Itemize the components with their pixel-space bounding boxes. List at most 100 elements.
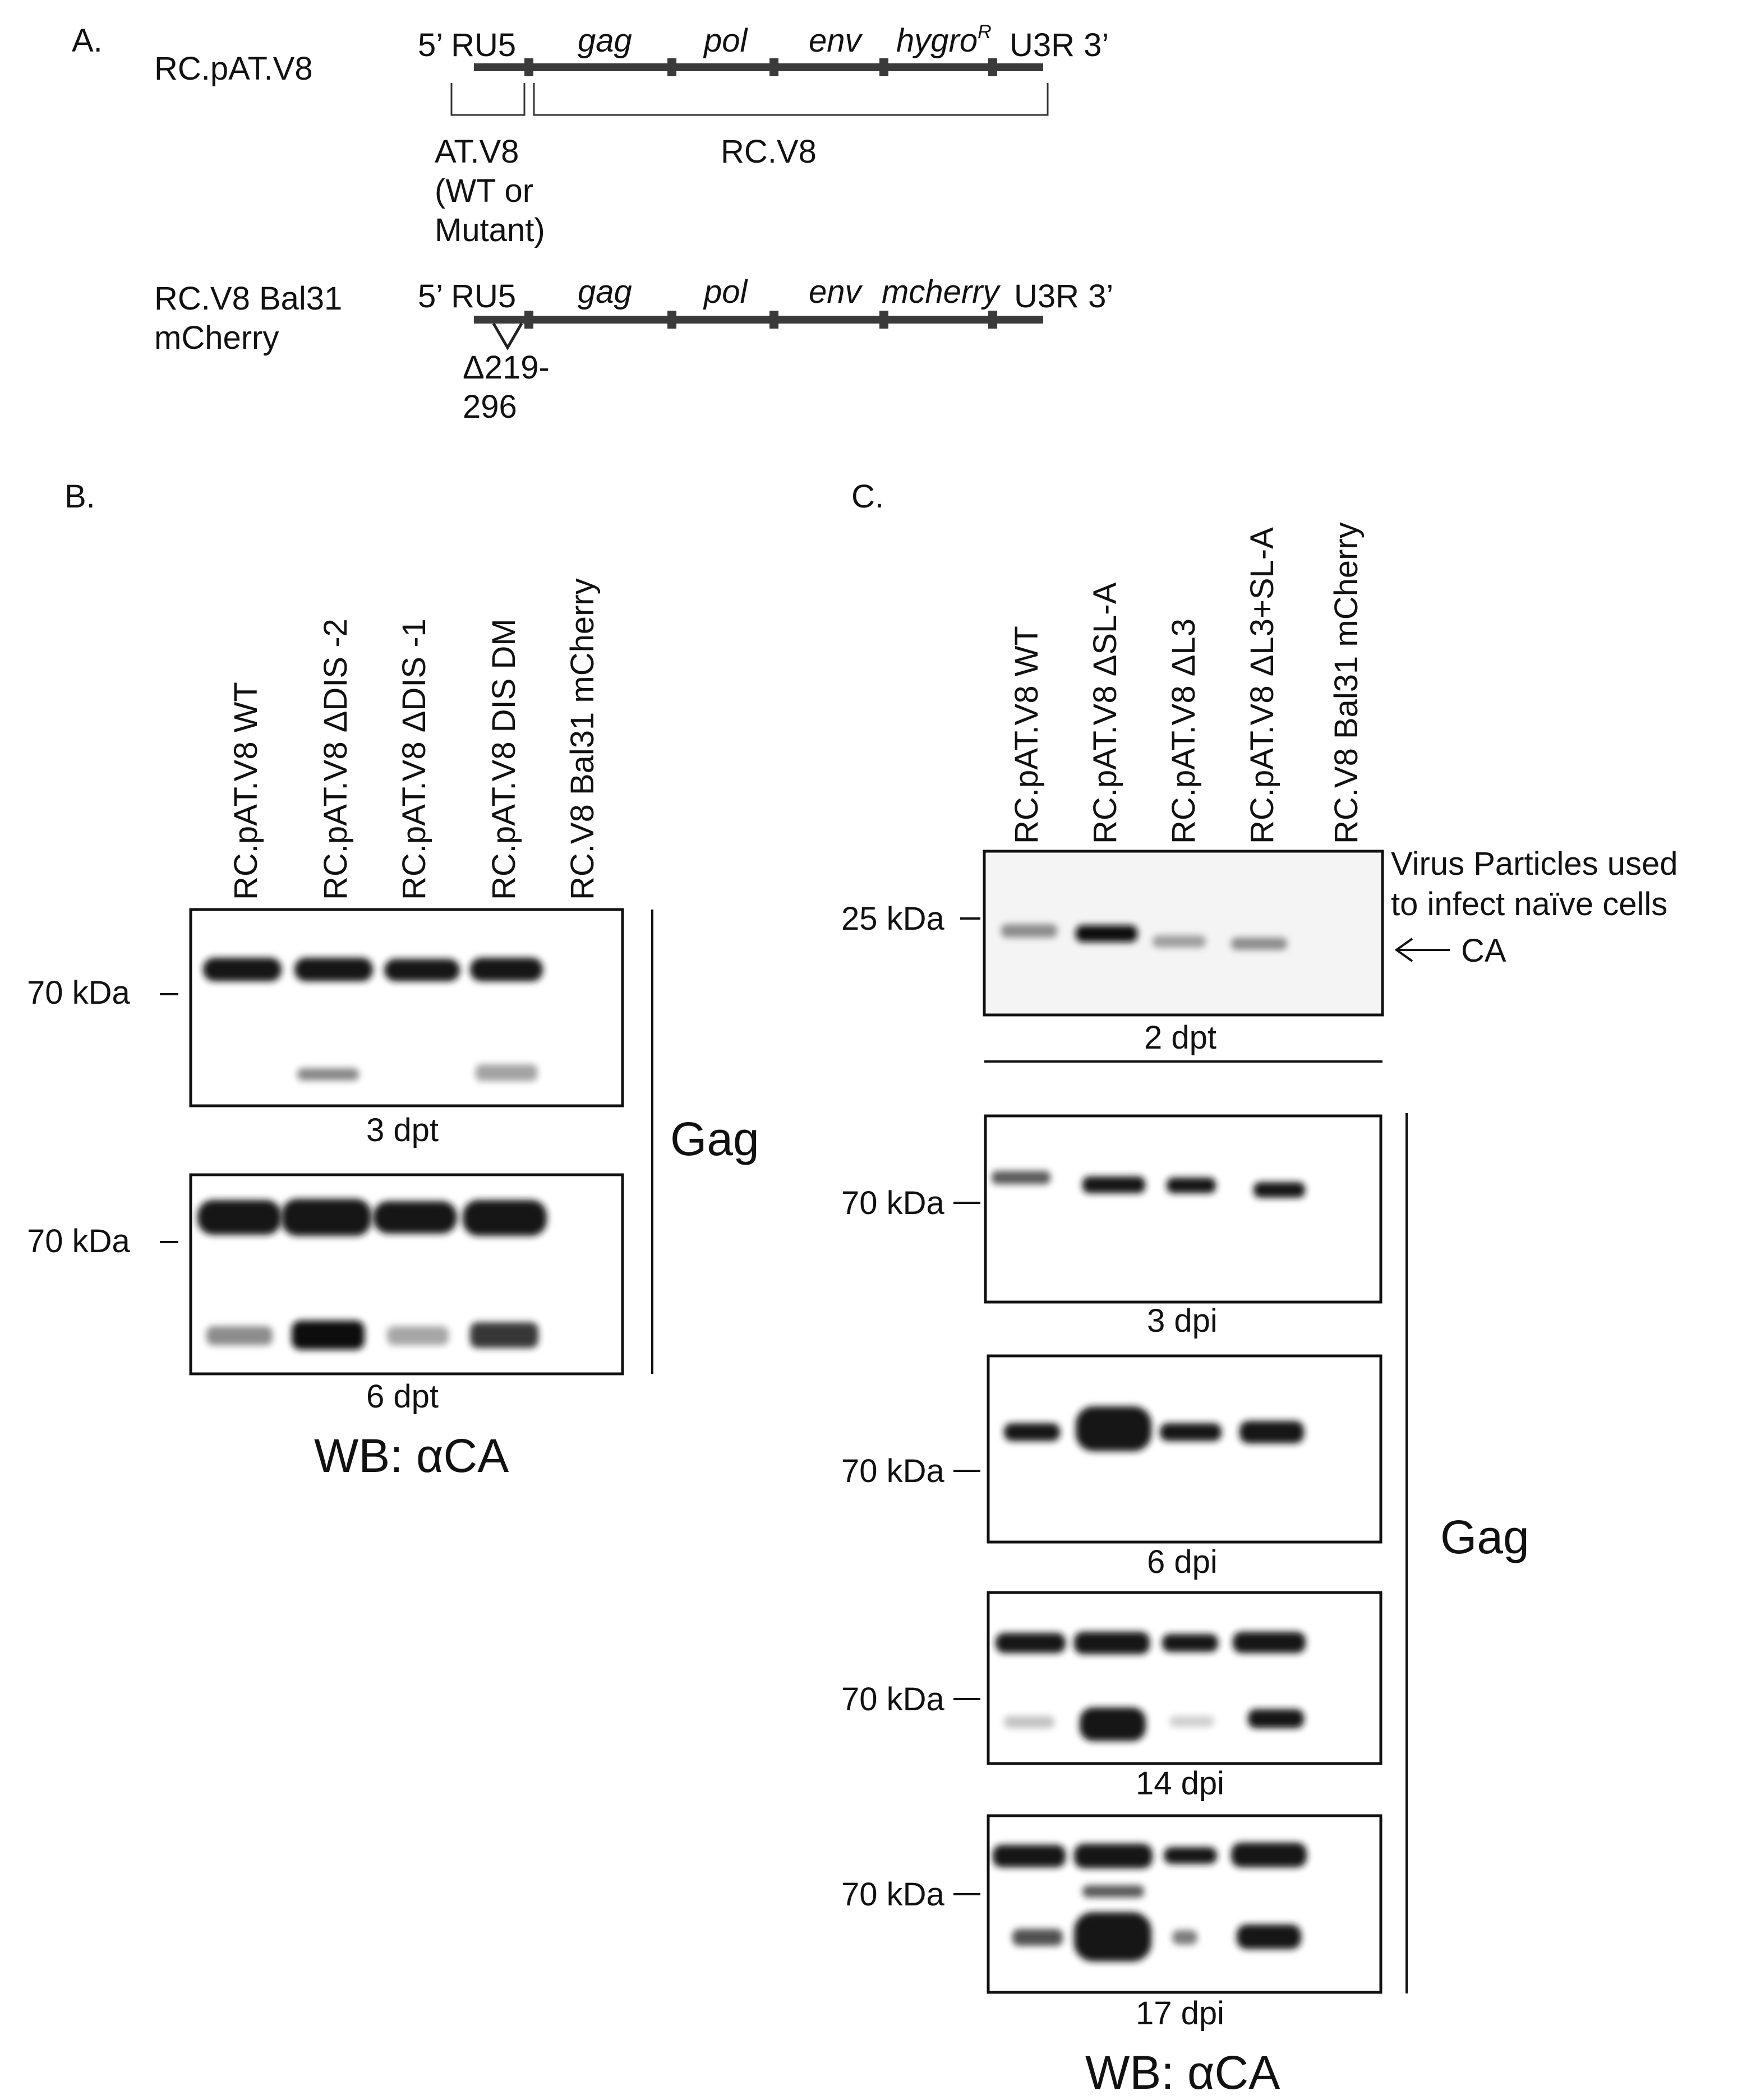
panel-b-lane-2: RC.pAT.V8 ΔDIS -2 <box>317 619 354 900</box>
band <box>387 1326 449 1345</box>
construct1-junction-3 <box>769 58 778 76</box>
panel-a: A. RC.pAT.V8 5’ RU5 gag pol env hygroR U… <box>72 21 1113 425</box>
panel-c-lane-2: RC.pAT.V8 ΔSL-A <box>1087 582 1123 844</box>
marker-c4: 70 kDa <box>841 1876 945 1913</box>
gag-label-b: Gag <box>670 1113 759 1165</box>
panel-a-label: A. <box>72 22 103 59</box>
panel-b-lane-3: RC.pAT.V8 ΔDIS -1 <box>396 619 432 900</box>
bracket-left-line2: (WT or <box>435 173 533 209</box>
band <box>996 1633 1066 1653</box>
time-b2: 6 dpt <box>366 1378 439 1415</box>
hygro-text: hygro <box>896 22 978 59</box>
band <box>1248 1709 1304 1728</box>
band <box>1239 1421 1304 1443</box>
construct1-junction-1 <box>524 58 533 76</box>
construct1-gene-env: env <box>809 22 863 59</box>
band <box>1004 1423 1060 1441</box>
band <box>1237 1924 1301 1949</box>
panel-b-lane-4: RC.pAT.V8 DIS DM <box>486 619 522 900</box>
construct1-gene-gag: gag <box>578 22 632 59</box>
time-c0: 2 dpt <box>1144 1019 1216 1056</box>
marker-c0: 25 kDa <box>841 901 945 937</box>
blot-c-3dpi-bands <box>992 1171 1305 1198</box>
note-line1: Virus Particles used <box>1391 846 1678 882</box>
blot-c-6dpi <box>987 1354 1382 1544</box>
band <box>1160 1423 1222 1441</box>
construct2-gene-pol: pol <box>703 274 749 310</box>
band <box>470 958 543 981</box>
hygro-superscript: R <box>978 21 992 43</box>
construct2-junction-1 <box>524 311 533 329</box>
construct1-ltr3: U3R 3’ <box>1010 27 1109 63</box>
panel-b-label: B. <box>64 478 95 515</box>
band <box>1153 935 1206 948</box>
blot-b-3dpt-bands <box>203 958 543 1081</box>
band <box>384 959 460 981</box>
blot-b-6dpt-bands <box>197 1199 547 1350</box>
band <box>1169 1716 1214 1727</box>
band <box>282 1199 371 1236</box>
construct2-gene-mcherry: mcherry <box>882 274 1001 310</box>
construct1-gene-pol: pol <box>703 22 749 59</box>
construct1-ltr5: 5’ RU5 <box>418 27 516 63</box>
blot-c-6dpi-bands <box>1004 1406 1304 1451</box>
construct2-junction-2 <box>667 311 676 329</box>
band <box>1231 1843 1307 1867</box>
band <box>1164 1847 1217 1864</box>
construct2-gene-env: env <box>809 274 863 310</box>
band <box>1233 1632 1306 1653</box>
time-c3: 14 dpi <box>1136 1765 1224 1802</box>
marker-c2: 70 kDa <box>841 1453 945 1489</box>
construct1-junction-2 <box>667 58 676 76</box>
blot-c-14dpi-bands <box>996 1632 1306 1741</box>
band <box>206 1326 273 1345</box>
band <box>470 1322 538 1348</box>
blot-c-3dpi <box>984 1114 1382 1304</box>
band <box>1074 1844 1153 1868</box>
band <box>373 1201 457 1234</box>
construct1-junction-4 <box>879 58 888 76</box>
arrow-icon <box>1394 938 1450 962</box>
bracket-rcv8 <box>533 83 1049 116</box>
construct2-junction-3 <box>769 311 778 329</box>
band <box>292 1321 365 1350</box>
band <box>1172 1930 1197 1945</box>
band <box>1162 1634 1218 1652</box>
blot-b-3dpt <box>189 908 624 1107</box>
band <box>463 1200 547 1236</box>
band <box>197 1200 282 1235</box>
deletion-label-line1: Δ219- <box>463 349 550 386</box>
marker-c1: 70 kDa <box>841 1185 945 1221</box>
construct1-junction-5 <box>988 58 997 76</box>
blot-c-14dpi <box>987 1591 1382 1765</box>
band <box>203 958 282 981</box>
band <box>1074 1632 1150 1654</box>
marker-c3: 70 kDa <box>841 1681 945 1718</box>
blot-c-2dpt-bands <box>1001 924 1287 950</box>
footer-b: WB: αCA <box>314 1429 509 1482</box>
blot-c-17dpi <box>987 1814 1382 1994</box>
panel-b: B. RC.pAT.V8 WT RC.pAT.V8 ΔDIS -2 RC.pAT… <box>27 478 759 1482</box>
band <box>1253 1182 1305 1198</box>
band <box>992 1171 1050 1184</box>
construct1-gene-hygro: hygroR <box>896 21 992 59</box>
bracket-left-line1: AT.V8 <box>435 133 519 170</box>
bracket-right-label: RC.V8 <box>721 133 817 170</box>
construct2-ltr3: U3R 3’ <box>1014 278 1113 315</box>
band <box>1080 1707 1146 1741</box>
band <box>297 1068 359 1081</box>
construct2-junction-4 <box>879 311 888 329</box>
band <box>1074 1912 1151 1961</box>
time-c1: 3 dpi <box>1147 1303 1218 1339</box>
band <box>993 1845 1066 1867</box>
panel-c-lane-5: RC.V8 Bal31 mCherry <box>1328 522 1365 844</box>
construct2-gene-gag: gag <box>578 274 632 310</box>
panel-c-lane-4: RC.pAT.V8 ΔL3+SL-A <box>1244 527 1280 844</box>
time-b1: 3 dpt <box>366 1112 439 1148</box>
bracket-atv8 <box>450 83 526 116</box>
time-c4: 17 dpi <box>1136 1995 1224 2032</box>
band <box>476 1064 537 1081</box>
note-line2: to infect naïve cells <box>1391 886 1667 922</box>
panel-c-lane-3: RC.pAT.V8 ΔL3 <box>1165 619 1202 844</box>
construct1-name: RC.pAT.V8 <box>154 50 313 87</box>
